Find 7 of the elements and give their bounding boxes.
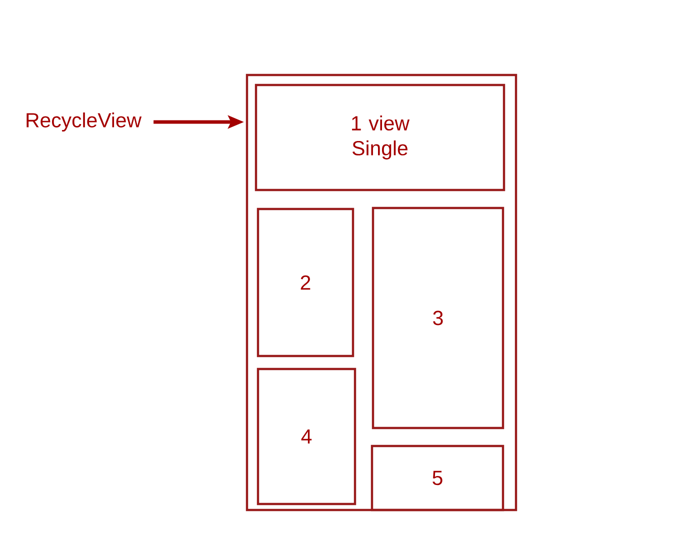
- label: RecycleView: [26, 112, 142, 132]
- item-box: 3: [372, 206, 504, 430]
- item-box: 2: [256, 208, 354, 358]
- item-box: 1 view Single: [254, 84, 506, 192]
- item-box: 4: [256, 368, 356, 506]
- item-box: 5: [370, 444, 504, 512]
- container-box: [246, 74, 518, 512]
